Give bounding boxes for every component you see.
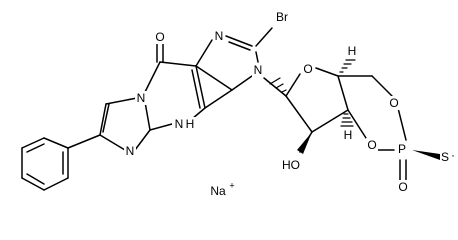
bond — [347, 109, 367, 139]
atom-s-radical: · — [451, 148, 455, 162]
bond — [311, 109, 349, 133]
atom-n9: N — [254, 63, 263, 77]
bond — [228, 41, 251, 51]
label-bg — [366, 138, 378, 152]
atom-h-top: H — [348, 44, 357, 58]
bond — [102, 103, 110, 133]
chemical-structure: O Br N N N N H N O HO O O P — [21, 10, 455, 198]
atom-p: P — [398, 142, 406, 156]
label-bg — [302, 62, 314, 76]
bond-layer — [21, 27, 440, 191]
atom-h-bottom: H — [344, 128, 353, 142]
atom-o-5p: O — [389, 96, 398, 110]
bond — [263, 77, 287, 97]
atom-oh: HO — [282, 158, 300, 172]
bond — [159, 61, 197, 67]
atom-nh-h: H — [186, 117, 195, 131]
atom-s: S — [441, 150, 449, 164]
label-bg — [172, 117, 196, 131]
bond — [144, 101, 151, 131]
atom-n1: N — [137, 91, 146, 105]
bond — [21, 137, 45, 149]
bond — [285, 95, 313, 133]
label-bg — [388, 96, 400, 110]
label-bg — [397, 180, 409, 194]
bond — [99, 134, 126, 151]
bond — [225, 35, 253, 47]
bond — [149, 123, 173, 131]
bond — [195, 65, 233, 91]
hatch — [275, 83, 284, 89]
label-bg — [270, 10, 292, 24]
bond — [397, 107, 407, 141]
bond — [255, 51, 259, 63]
atom-br: Br — [276, 10, 288, 24]
wedge-bond — [412, 150, 440, 160]
bond — [105, 97, 138, 105]
label-bg — [154, 30, 166, 44]
bond — [191, 69, 201, 109]
label-bg — [213, 29, 225, 43]
hatch — [281, 89, 287, 93]
atom-o-3p: O — [367, 138, 376, 152]
atom-labels: O Br N N N N H N O HO O O P — [124, 10, 455, 198]
hatch — [269, 77, 281, 85]
atom-n7: N — [215, 29, 224, 43]
atom-na-charge: + — [229, 180, 234, 190]
label-bg — [440, 150, 454, 164]
hashed-bonds — [269, 59, 356, 154]
bond — [337, 75, 349, 111]
bond — [255, 27, 273, 47]
atom-o-p-double: O — [398, 180, 407, 194]
bond — [43, 137, 69, 149]
bond — [134, 129, 151, 151]
atom-nh: N — [175, 117, 184, 131]
label-bg — [252, 63, 264, 77]
atom-n-imid: N — [126, 144, 135, 158]
bond — [21, 177, 45, 191]
bond — [195, 39, 213, 67]
bond — [144, 61, 161, 93]
bond — [195, 65, 206, 109]
label-bg — [135, 91, 147, 105]
bond — [99, 103, 107, 136]
bond — [204, 89, 233, 109]
bond — [67, 134, 101, 149]
label-bg — [396, 142, 408, 158]
bond — [26, 143, 45, 153]
bond — [371, 75, 393, 97]
bond — [231, 75, 253, 91]
bond — [315, 67, 339, 77]
wedge-bond — [297, 132, 312, 154]
atom-o-ring: O — [303, 62, 312, 76]
label-bg — [280, 158, 302, 172]
bond — [43, 177, 69, 191]
label-bg — [124, 144, 136, 158]
bond — [26, 173, 45, 185]
bond — [285, 73, 301, 97]
atom-na: Na — [210, 184, 226, 198]
atom-o-carbonyl: O — [155, 30, 164, 44]
